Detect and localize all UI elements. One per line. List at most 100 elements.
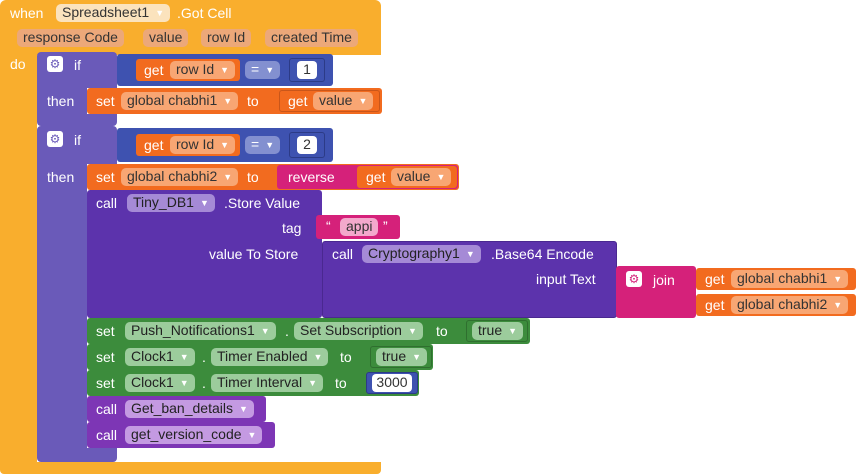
chevron-down-icon: ▼ xyxy=(260,326,270,336)
event-component-dropdown[interactable]: Spreadsheet1▼ xyxy=(56,4,171,22)
when-keyword: when xyxy=(10,5,44,21)
set-keyword: set xyxy=(96,93,115,109)
store-value-method: .Store Value xyxy=(224,195,301,211)
chevron-down-icon: ▼ xyxy=(308,378,317,388)
variable-dropdown[interactable]: row Id▼ xyxy=(170,136,236,154)
call-keyword: call xyxy=(96,195,118,211)
if-keyword: if xyxy=(74,132,81,148)
chevron-down-icon: ▼ xyxy=(238,404,248,414)
get-keyword: get xyxy=(144,62,164,78)
set-variable-dropdown[interactable]: global chabhi2▼ xyxy=(121,168,239,186)
chevron-down-icon: ▼ xyxy=(223,96,233,106)
clock-property-dropdown[interactable]: Timer Enabled▼ xyxy=(211,348,329,366)
do-keyword: do xyxy=(10,56,26,72)
chevron-down-icon: ▼ xyxy=(407,326,417,336)
chevron-down-icon: ▼ xyxy=(465,249,475,259)
number-field[interactable]: 2 xyxy=(297,136,317,154)
clock-property-dropdown[interactable]: Timer Interval▼ xyxy=(211,374,323,392)
value-dropdown[interactable]: value▼ xyxy=(313,92,374,110)
chevron-down-icon: ▼ xyxy=(358,96,368,106)
chevron-down-icon: ▼ xyxy=(508,326,518,336)
chevron-down-icon: ▼ xyxy=(833,274,843,284)
param-created-time[interactable]: created Time xyxy=(265,29,358,47)
set-keyword: set xyxy=(96,375,115,391)
chevron-down-icon: ▼ xyxy=(265,65,275,75)
cryptography-component-dropdown[interactable]: Cryptography1▼ xyxy=(362,245,481,263)
then-keyword: then xyxy=(47,93,75,109)
push-component-dropdown[interactable]: Push_Notifications1▼ xyxy=(125,322,276,340)
to-keyword: to xyxy=(247,93,259,109)
number-field[interactable]: 3000 xyxy=(372,374,412,392)
boolean-dropdown[interactable]: true▼ xyxy=(376,348,428,366)
set-keyword: set xyxy=(96,169,115,185)
param-value[interactable]: value xyxy=(143,29,189,47)
chevron-down-icon: ▼ xyxy=(179,378,189,388)
chevron-down-icon: ▼ xyxy=(220,65,230,75)
quote-open: “ xyxy=(326,218,331,234)
call-keyword: call xyxy=(96,427,118,443)
set-keyword: set xyxy=(96,323,115,339)
event-block-spine xyxy=(0,52,37,464)
chevron-down-icon: ▼ xyxy=(223,172,233,182)
chevron-down-icon: ▼ xyxy=(265,140,275,150)
tinydb-component-dropdown[interactable]: Tiny_DB1▼ xyxy=(127,194,215,212)
quote-close: ” xyxy=(383,218,388,234)
number-field[interactable]: 1 xyxy=(297,61,317,79)
set-variable-dropdown[interactable]: global chabhi1▼ xyxy=(121,92,239,110)
input-text-label: input Text xyxy=(536,271,596,287)
operator-dropdown[interactable]: =▼ xyxy=(245,61,281,79)
tag-label: tag xyxy=(282,220,302,236)
chevron-down-icon: ▼ xyxy=(155,8,165,18)
if-block-2-spine xyxy=(37,162,87,452)
event-name: .Got Cell xyxy=(177,5,232,21)
get-keyword: get xyxy=(366,169,386,185)
gear-icon[interactable]: ⚙ xyxy=(626,271,642,287)
dot-separator: . xyxy=(202,349,206,365)
base64-encode-method: .Base64 Encode xyxy=(491,246,594,262)
event-block-footer xyxy=(0,462,381,474)
chevron-down-icon: ▼ xyxy=(313,352,323,362)
clock-component-dropdown[interactable]: Clock1▼ xyxy=(125,374,195,392)
param-row-id[interactable]: row Id xyxy=(201,29,252,47)
get-keyword: get xyxy=(705,297,725,313)
value-dropdown[interactable]: value▼ xyxy=(391,168,452,186)
clock-component-dropdown[interactable]: Clock1▼ xyxy=(125,348,195,366)
operator-dropdown[interactable]: =▼ xyxy=(245,136,281,154)
procedure-dropdown[interactable]: Get_ban_details▼ xyxy=(125,400,254,418)
push-property-dropdown[interactable]: Set Subscription▼ xyxy=(294,322,423,340)
chevron-down-icon: ▼ xyxy=(220,140,230,150)
procedure-dropdown[interactable]: get_version_code▼ xyxy=(125,426,263,444)
if-block-1-footer xyxy=(37,114,117,126)
boolean-dropdown[interactable]: true▼ xyxy=(472,322,524,340)
param-response-code[interactable]: response Code xyxy=(17,29,124,47)
gear-icon[interactable]: ⚙ xyxy=(47,56,63,72)
call-keyword: call xyxy=(332,246,354,262)
text-field[interactable]: appi xyxy=(340,218,379,236)
reverse-keyword: reverse xyxy=(288,169,335,185)
chevron-down-icon: ▼ xyxy=(412,352,422,362)
to-keyword: to xyxy=(247,169,259,185)
set-keyword: set xyxy=(96,349,115,365)
to-keyword: to xyxy=(340,349,352,365)
chevron-down-icon: ▼ xyxy=(199,198,209,208)
get-keyword: get xyxy=(144,137,164,153)
gear-icon[interactable]: ⚙ xyxy=(47,131,63,147)
value-to-store-label: value To Store xyxy=(209,246,299,262)
if-keyword: if xyxy=(74,57,81,73)
dot-separator: . xyxy=(202,375,206,391)
chevron-down-icon: ▼ xyxy=(247,430,257,440)
variable-dropdown[interactable]: global chabhi1▼ xyxy=(731,270,849,288)
dot-separator: . xyxy=(285,323,289,339)
chevron-down-icon: ▼ xyxy=(833,300,843,310)
join-keyword: join xyxy=(653,272,675,288)
to-keyword: to xyxy=(436,323,448,339)
variable-dropdown[interactable]: global chabhi2▼ xyxy=(731,296,849,314)
get-keyword: get xyxy=(288,93,308,109)
get-keyword: get xyxy=(705,271,725,287)
then-keyword: then xyxy=(47,169,75,185)
chevron-down-icon: ▼ xyxy=(436,172,446,182)
chevron-down-icon: ▼ xyxy=(179,352,189,362)
call-keyword: call xyxy=(96,401,118,417)
variable-dropdown[interactable]: row Id▼ xyxy=(170,61,236,79)
if-block-2-footer xyxy=(37,448,117,462)
